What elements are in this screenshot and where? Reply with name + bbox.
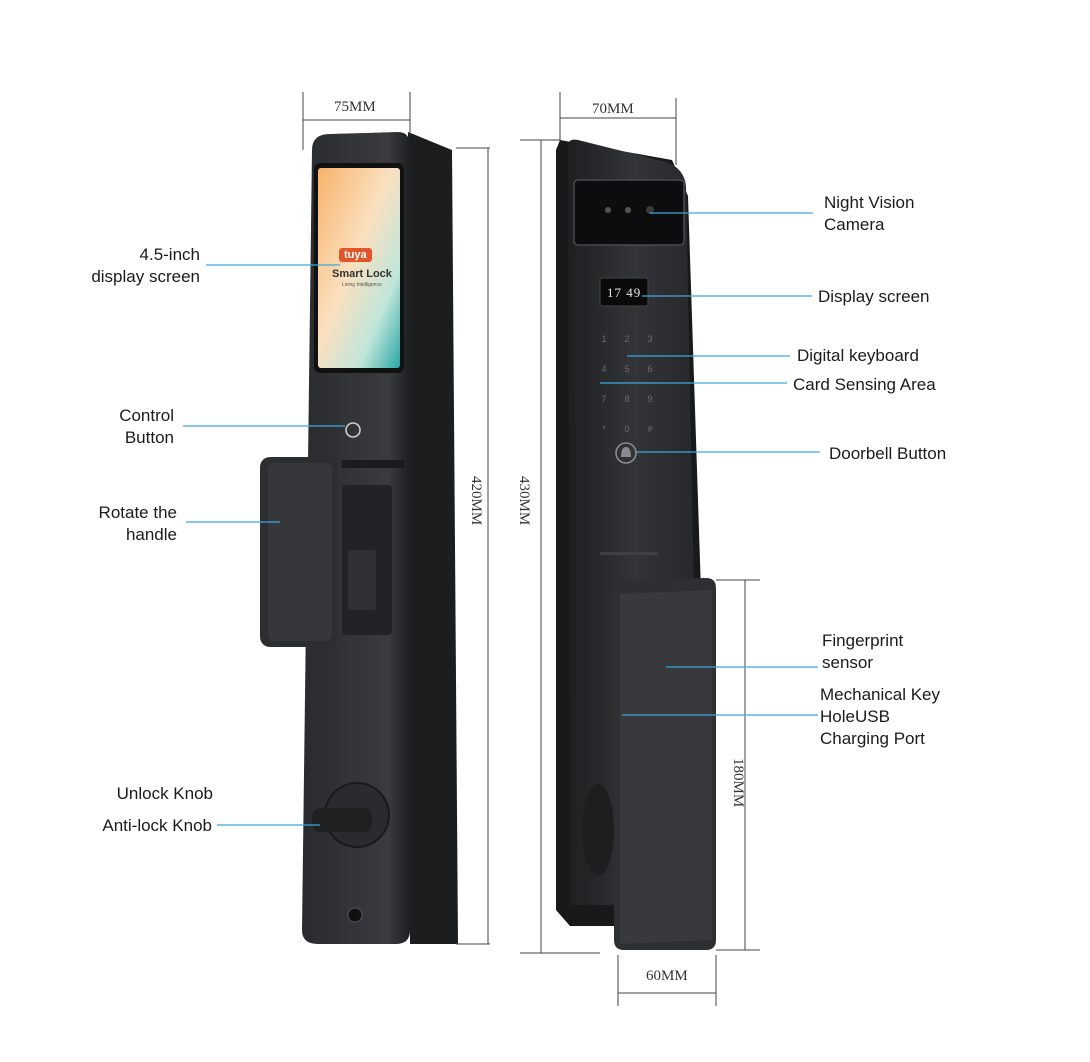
dimension-lines bbox=[302, 92, 760, 1006]
svg-text:6: 6 bbox=[647, 364, 652, 374]
svg-text:9: 9 bbox=[647, 394, 652, 404]
svg-text:#: # bbox=[647, 424, 652, 434]
svg-text:7: 7 bbox=[601, 394, 606, 404]
label-unlock-knob: Unlock Knob bbox=[116, 784, 213, 803]
svg-text:0: 0 bbox=[624, 424, 629, 434]
label-display-screen-right: Display screen bbox=[818, 287, 930, 306]
svg-text:1: 1 bbox=[601, 334, 606, 344]
svg-text:2: 2 bbox=[624, 334, 629, 344]
antilock-knob bbox=[312, 808, 372, 832]
label-display-screen: 4.5-inch display screen bbox=[91, 245, 200, 286]
label-doorbell: Doorbell Button bbox=[829, 444, 947, 463]
dim-handle-width: 60MM bbox=[646, 968, 688, 984]
svg-text:*: * bbox=[602, 424, 606, 434]
right-lock: 1 2 3 4 5 6 7 8 9 * 0 # bbox=[556, 139, 716, 950]
label-digital-keyboard: Digital keyboard bbox=[797, 346, 919, 365]
screen-subtitle: Living Intelligence bbox=[342, 282, 382, 288]
dim-handle-height: 180MM bbox=[730, 758, 746, 808]
dim-right-width: 70MM bbox=[592, 101, 634, 117]
dim-left-width: 75MM bbox=[334, 99, 376, 115]
callout-lines bbox=[183, 212, 820, 826]
label-night-camera: Night Vision Camera bbox=[824, 193, 915, 234]
label-control-button: Control Button bbox=[119, 406, 174, 447]
screen-title: Smart Lock bbox=[332, 268, 392, 280]
left-lock bbox=[260, 132, 458, 944]
svg-text:3: 3 bbox=[647, 334, 652, 344]
doorbell-button-icon bbox=[615, 442, 637, 464]
label-antilock-knob: Anti-lock Knob bbox=[102, 816, 212, 835]
dim-right-height: 430MM bbox=[516, 476, 532, 526]
clock-readout: 17 49 bbox=[607, 285, 642, 300]
display-screen bbox=[318, 168, 400, 368]
tuya-logo: tuya bbox=[339, 248, 372, 262]
svg-text:4: 4 bbox=[601, 364, 606, 374]
label-fingerprint: Fingerprint sensor bbox=[822, 631, 904, 672]
svg-text:8: 8 bbox=[624, 394, 629, 404]
label-card-sensing: Card Sensing Area bbox=[793, 375, 936, 394]
dim-left-height: 420MM bbox=[468, 476, 484, 526]
label-rotate-handle: Rotate the handle bbox=[98, 503, 177, 544]
svg-text:5: 5 bbox=[624, 364, 629, 374]
label-mechanical-key: Mechanical Key HoleUSB Charging Port bbox=[820, 685, 941, 748]
control-button-icon bbox=[345, 422, 361, 438]
